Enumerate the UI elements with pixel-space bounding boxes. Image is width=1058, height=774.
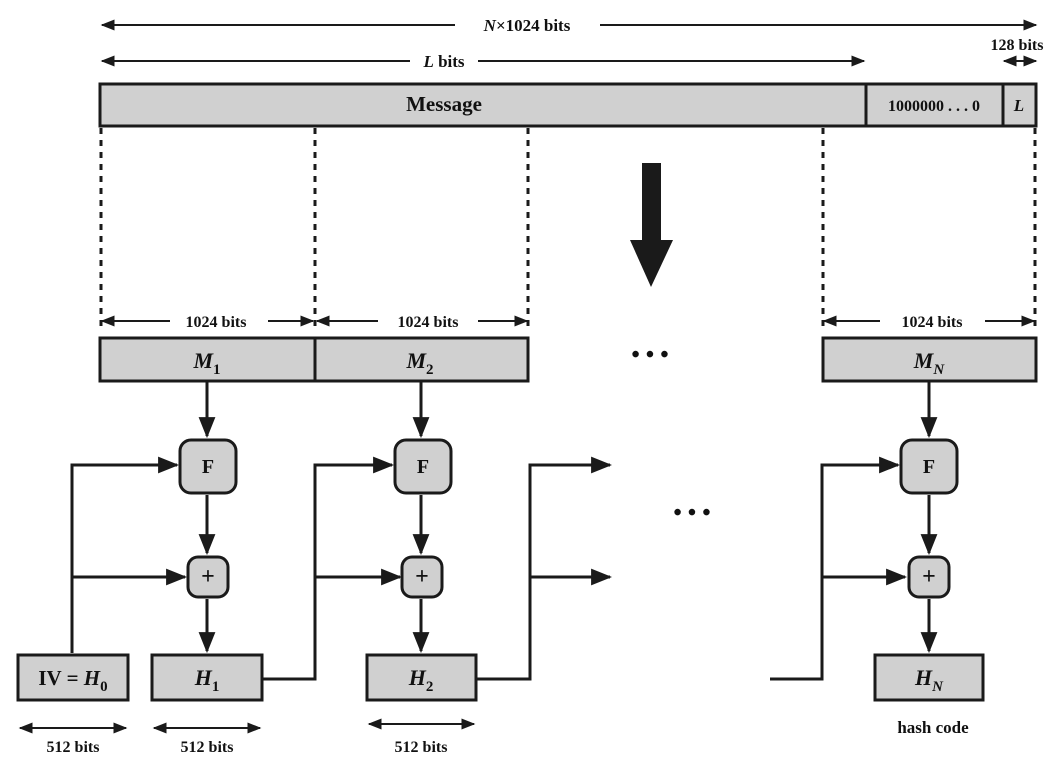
message-label: Message (406, 92, 482, 116)
block-2-size-label: 1024 bits (398, 314, 459, 331)
padding-label: 1000000 . . . 0 (888, 98, 980, 115)
adder-2: + (400, 555, 444, 599)
big-down-arrow-icon (630, 163, 673, 287)
blocks-ellipsis: • • • (631, 342, 668, 368)
hash-code-caption: hash code (897, 718, 969, 737)
svg-text:H1: H1 (194, 665, 220, 695)
compression-function-fn: F (899, 438, 959, 495)
svg-text:IV = H0: IV = H0 (38, 666, 107, 695)
svg-text:M2: M2 (405, 348, 433, 378)
chaining-variable-size-dimensions: 512 bits 512 bits 512 bits (18, 718, 476, 756)
iv-size-label: 512 bits (47, 739, 100, 756)
dashed-division-lines (99, 128, 1037, 332)
stage-2-connectors (262, 381, 430, 681)
block-n-size-label: 1024 bits (902, 314, 963, 331)
total-length-label: N×1024 bits (483, 16, 571, 35)
length-field-dimension: 128 bits (991, 37, 1044, 67)
svg-text:F: F (417, 456, 429, 478)
stage-2-output-connectors (476, 456, 613, 681)
message-block-m1: M1 (98, 336, 317, 383)
svg-text:F: F (202, 456, 214, 478)
svg-text:+: + (201, 564, 215, 590)
svg-text:+: + (922, 564, 936, 590)
h2-size-label: 512 bits (395, 739, 448, 756)
message-length-label: L bits (422, 52, 464, 71)
svg-text:M1: M1 (192, 348, 220, 378)
total-length-dimension: N×1024 bits (100, 16, 1038, 35)
svg-text:H2: H2 (408, 665, 434, 695)
stage-1-connectors (70, 381, 216, 654)
block-1-size-label: 1024 bits (186, 314, 247, 331)
iv-block: IV = H0 (16, 653, 130, 702)
hash-block-h1: H1 (150, 653, 264, 702)
block-size-dimensions: 1024 bits 1024 bits 1024 bits (100, 314, 1036, 331)
svg-text:HN: HN (914, 665, 944, 695)
adder-1: + (186, 555, 230, 599)
adder-n: + (907, 555, 951, 599)
svg-text:F: F (923, 456, 935, 478)
message-bar: Message 1000000 . . . 0 L (98, 82, 1038, 128)
hash-block-hn: HN (873, 653, 985, 702)
stage-n-connectors (770, 381, 938, 681)
length-field-value: L (1013, 96, 1024, 115)
compression-function-f1: F (178, 438, 238, 495)
svg-text:MN: MN (913, 348, 946, 378)
message-block-m2: M2 (313, 336, 530, 383)
stages-ellipsis: • • • (673, 500, 710, 526)
hash-block-h2: H2 (365, 653, 478, 702)
h1-size-label: 512 bits (181, 739, 234, 756)
message-length-dimension: L bits (100, 52, 866, 71)
svg-text:+: + (415, 564, 429, 590)
compression-function-f2: F (393, 438, 453, 495)
message-block-mn: MN (821, 336, 1038, 383)
length-field-label: 128 bits (991, 37, 1044, 54)
